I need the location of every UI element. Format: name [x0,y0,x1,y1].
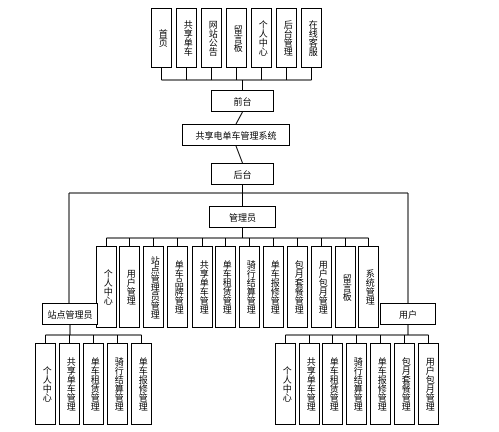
user-module-monthly-package-mgmt: 包月套餐管理 [394,343,415,425]
admin-module-personal-center: 个人中心 [96,246,117,328]
user-module-user-monthly-mgmt: 用户包月管理 [418,343,439,425]
admin-module-site-admin-mgmt: 站点管理员管理 [143,246,164,328]
site-admin-node: 站点管理员 [42,303,98,325]
frontend-node: 前台 [211,90,274,112]
connector-line [235,111,243,125]
frontend-module-shared-bike: 共享单车 [176,8,197,68]
user-node: 用户 [380,303,436,325]
admin-module-message-board: 留言板 [335,246,356,328]
admin-module-monthly-package-mgmt: 包月套餐管理 [287,246,308,328]
admin-module-user-mgmt: 用户管理 [119,246,140,328]
admin-node: 管理员 [209,206,276,228]
site-admin-module-shared-bike-mgmt: 共享单车管理 [59,343,80,425]
frontend-module-message-board: 留言板 [226,8,247,68]
frontend-module-personal-center: 个人中心 [251,8,272,68]
frontend-module-home: 首页 [151,8,172,68]
system-title-node: 共享电单车管理系统 [182,124,290,146]
frontend-module-online-service: 在线客服 [301,8,322,68]
backend-node: 后台 [211,163,274,185]
frontend-module-backend-admin: 后台管理 [276,8,297,68]
admin-module-bike-brand-mgmt: 单车品牌管理 [167,246,188,328]
user-module-ride-settlement-mgmt: 骑行结算管理 [346,343,367,425]
admin-module-user-monthly-mgmt: 用户包月管理 [311,246,332,328]
user-module-rental-mgmt: 单车租赁管理 [322,343,343,425]
admin-module-ride-settlement-mgmt: 骑行结算管理 [239,246,260,328]
user-module-personal-center: 个人中心 [275,343,296,425]
admin-module-rental-mgmt: 单车租赁管理 [215,246,236,328]
admin-module-shared-bike-mgmt: 共享单车管理 [192,246,213,328]
connector-line [235,145,243,164]
site-admin-module-rental-mgmt: 单车租赁管理 [83,343,104,425]
user-module-repair-mgmt: 单车报修管理 [370,343,391,425]
user-module-shared-bike-mgmt: 共享单车管理 [299,343,320,425]
site-admin-module-ride-settlement-mgmt: 骑行结算管理 [107,343,128,425]
admin-module-system-mgmt: 系统管理 [358,246,379,328]
site-admin-module-personal-center: 个人中心 [35,343,56,425]
frontend-module-announcement: 网站公告 [201,8,222,68]
admin-module-repair-mgmt: 单车报修管理 [263,246,284,328]
site-admin-module-repair-mgmt: 单车报修管理 [131,343,152,425]
